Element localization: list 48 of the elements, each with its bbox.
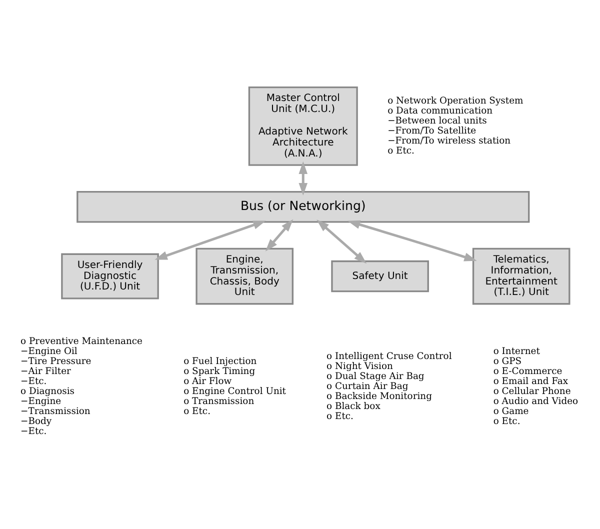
node-label: o Engine Control Unit xyxy=(184,386,286,396)
node-label: o Game xyxy=(493,406,529,417)
node-label: o Etc. xyxy=(388,145,414,156)
node-label: −Etc. xyxy=(20,426,47,437)
node-box: Bus (or Networking) xyxy=(76,190,530,222)
node-label: −Between local units xyxy=(388,115,487,126)
node-box: Engine, Transmission, Chassis, Body Unit xyxy=(196,247,294,304)
node-label: −From/To Satellite xyxy=(388,125,476,136)
node-label: o Email and Fax xyxy=(493,375,568,386)
arrow xyxy=(154,220,266,260)
node-box: Telematics, Information, Entertainment (T.I.E.) Unit xyxy=(472,247,570,304)
node-label: −From/To wireless station xyxy=(388,135,511,146)
node-label: −Tire Pressure xyxy=(20,355,92,366)
node-label: o Audio and Video xyxy=(493,396,578,407)
node-label: o Black box xyxy=(326,400,380,412)
node-label: o Dual Stage Air Bag xyxy=(326,370,424,382)
node-label: o Etc. xyxy=(184,406,211,417)
arrow xyxy=(298,160,308,196)
node-label: −Engine xyxy=(20,396,62,407)
node-label: o Air Flow xyxy=(184,375,232,386)
arrow xyxy=(348,220,477,261)
node-label: o Diagnosis xyxy=(20,386,74,396)
node-label: o Fuel Injection xyxy=(184,355,257,366)
node-label: o Night Vision xyxy=(326,360,393,372)
node-label: o Data communication xyxy=(388,105,493,116)
node-label: o Etc. xyxy=(493,416,520,427)
arrow xyxy=(265,218,294,251)
node-label: o Backside Monitoring xyxy=(326,390,432,402)
node-label: o Cellular Phone xyxy=(493,386,571,396)
node-label: −Engine Oil xyxy=(20,345,78,356)
node-box: Safety Unit xyxy=(331,260,429,292)
node-label: −Transmission xyxy=(20,406,90,417)
node-label: o Transmission xyxy=(184,396,254,407)
node-label: −Etc. xyxy=(20,375,47,386)
node-label: o Spark Timing xyxy=(184,365,256,376)
node-label: o Preventive Maintenance xyxy=(20,335,143,346)
node-label: o Intelligent Cruse Control xyxy=(326,350,452,362)
node-label: o Etc. xyxy=(326,410,354,422)
arrow xyxy=(316,219,367,264)
node-box: Master Control Unit (M.C.U.) Adaptive Network Architecture (A.N.A.) xyxy=(248,86,358,166)
node-label: o Curtain Air Bag xyxy=(326,380,408,392)
node-label: o E-Commerce xyxy=(493,365,562,376)
node-label: o GPS xyxy=(493,355,522,366)
node-box: User-Friendly Diagnostic (U.F.D.) Unit xyxy=(61,252,159,299)
node-label: o Internet xyxy=(493,345,540,356)
node-label: −Air Filter xyxy=(20,365,71,376)
node-label: −Body xyxy=(20,416,52,427)
node-label: o Network Operation System xyxy=(388,94,524,106)
